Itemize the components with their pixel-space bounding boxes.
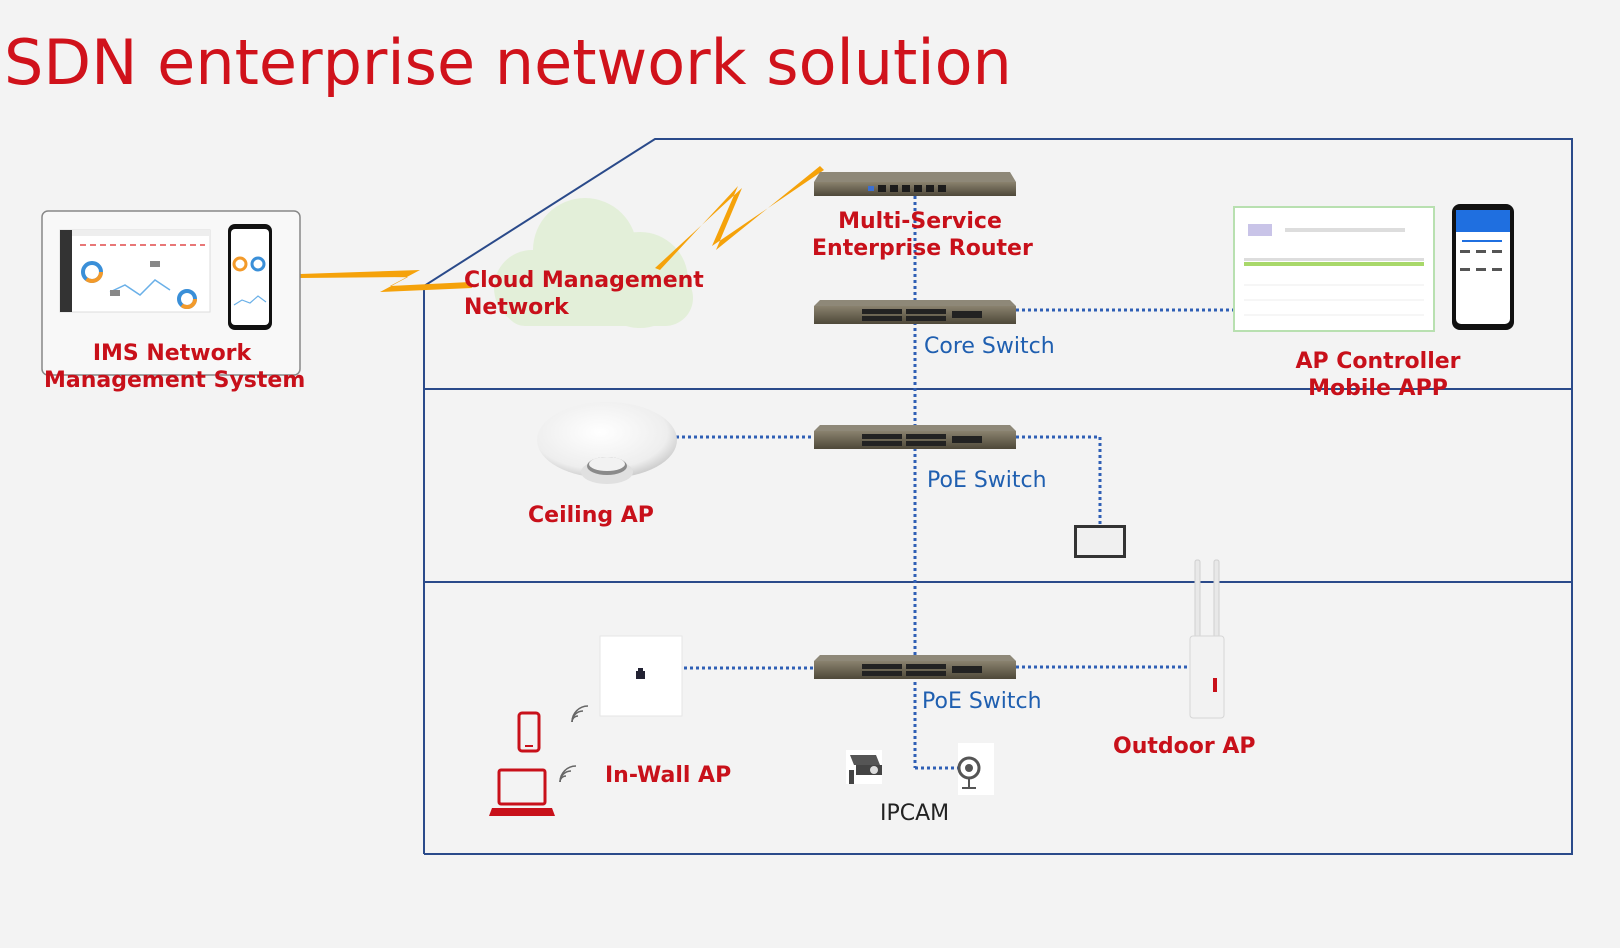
router-label-line-2: Enterprise Router (812, 236, 1033, 261)
in-wall-ap-label: In-Wall AP (605, 763, 732, 788)
poe-switch-floor-2 (814, 425, 1016, 449)
phone-dashboard-screenshot (228, 224, 272, 330)
laptop-dashboard-screenshot (59, 229, 211, 313)
wifi-signal-icon (559, 705, 589, 783)
ims-label-line-2: Management System (44, 368, 306, 393)
cloud-shape (494, 198, 693, 328)
core-switch-label: Core Switch (924, 334, 1055, 359)
core-switch (814, 300, 1016, 324)
poe-switch-1-label: PoE Switch (927, 468, 1047, 493)
ims-label-line-1: IMS Network (92, 341, 252, 366)
page-title: SDN enterprise network solution (4, 26, 1012, 99)
cloud-label: Cloud Management Network (464, 267, 704, 321)
mobile-app-screenshot (1452, 204, 1514, 330)
panel-device (1074, 525, 1126, 558)
enterprise-router (814, 172, 1016, 196)
ap-controller-label: AP Controller Mobile APP (1272, 348, 1484, 402)
cloud-label-line-2: Network (464, 295, 569, 320)
dome-camera-icon (957, 743, 994, 795)
router-label-line-1: Multi-Service (838, 209, 1002, 234)
outdoor-ap-label: Outdoor AP (1113, 734, 1256, 759)
ipcam-label: IPCAM (880, 801, 950, 826)
ap-controller-screenshot (1233, 206, 1435, 332)
lightning-bolt-left (300, 270, 472, 292)
cloud-label-line-1: Cloud Management (464, 268, 704, 293)
ceiling-ap-label: Ceiling AP (528, 503, 654, 528)
ims-label: IMS Network Management System (44, 340, 306, 394)
laptop-icon (489, 768, 555, 816)
ap-controller-label-line-1: AP Controller (1295, 349, 1461, 374)
ap-controller-label-line-2: Mobile APP (1308, 376, 1448, 401)
in-wall-ap-device (599, 635, 683, 717)
ceiling-ap-device (537, 402, 677, 484)
building-frame (423, 138, 1573, 855)
poe-switch-2-label: PoE Switch (922, 689, 1042, 714)
poe-switch-floor-3 (814, 655, 1016, 679)
phone-icon (517, 711, 541, 753)
ims-system-panel (41, 210, 301, 376)
bullet-camera-icon (846, 750, 882, 784)
outdoor-ap-device (1189, 559, 1225, 719)
router-label: Multi-Service Enterprise Router (812, 208, 1033, 262)
